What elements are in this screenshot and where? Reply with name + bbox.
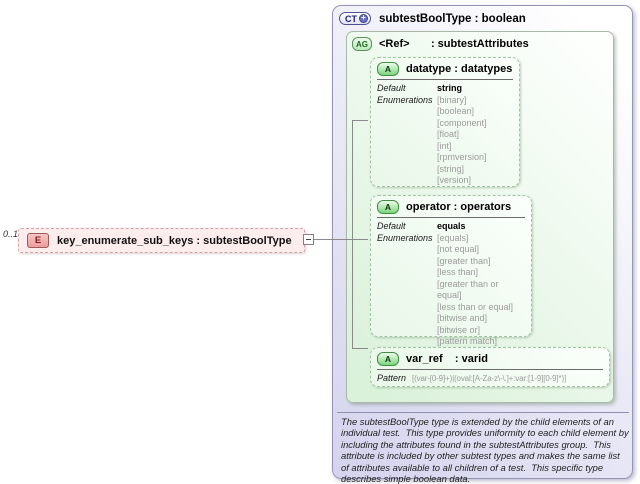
occurrence-label: 0..1: [3, 229, 19, 239]
attribute-datatype-header: A datatype : datatypes: [371, 58, 519, 78]
connector-stub-var-ref: [352, 348, 368, 349]
divider: [377, 79, 513, 80]
attribute-var-ref-header: A var_ref : varid: [371, 348, 609, 368]
attribute-group-badge: AG: [352, 37, 372, 51]
collapse-handle[interactable]: [303, 234, 314, 245]
enumeration-value: [equals]: [437, 232, 469, 243]
attribute-operator-box[interactable]: A operator : operators Default Enumerati…: [370, 195, 532, 346]
attribute-var-ref-title: var_ref : varid: [406, 353, 488, 365]
attribute-var-ref-facets: Pattern [(var-[0-9]+)|(oval:[A-Za-z\-\.]…: [371, 372, 609, 385]
default-label: Default: [377, 221, 406, 231]
enumeration-value: [pattern match]: [437, 336, 498, 346]
enumeration-value: [less than]: [437, 267, 479, 277]
enumerations-label: Enumerations: [377, 232, 433, 243]
element-label: key_enumerate_sub_keys : subtestBoolType: [57, 234, 292, 247]
enumeration-value: [greater than or equal]: [437, 278, 499, 301]
attribute-datatype-box[interactable]: A datatype : datatypes Default Enumerati…: [370, 57, 520, 187]
divider: [377, 217, 525, 218]
connector-stub-datatype: [352, 120, 368, 121]
facet-labels: Default Enumerations: [377, 221, 437, 348]
pattern-label: Pattern: [377, 373, 407, 383]
enumeration-value: [not equal]: [437, 244, 480, 254]
facet-values: equals [equals] [not equal] [greater tha…: [437, 221, 525, 348]
annotation-text: The subtestBoolType type is extended by …: [341, 416, 632, 484]
complex-type-badge[interactable]: CT +: [339, 12, 371, 25]
enumeration-value: [version]: [437, 175, 472, 185]
attribute-group-box: AG <Ref> : subtestAttributes A datatype …: [346, 31, 614, 403]
element-badge: E: [27, 233, 49, 248]
enumeration-value: [bitwise or]: [437, 324, 481, 335]
enumeration-value: [component]: [437, 117, 487, 128]
attribute-badge: A: [377, 62, 399, 76]
attribute-group-header: AG <Ref> : subtestAttributes: [352, 37, 529, 51]
pattern-value: [(var-[0-9]+)|(oval:[A-Za-z\-\.]+:var:[1…: [412, 374, 567, 383]
default-value: string: [437, 83, 463, 93]
attribute-datatype-facets: Default Enumerations string [binary] [bo…: [371, 82, 519, 187]
attribute-badge: A: [377, 352, 399, 366]
attribute-operator-facets: Default Enumerations equals [equals] [no…: [371, 220, 531, 348]
connector-line-element-to-group: [314, 239, 368, 240]
attribute-operator-header: A operator : operators: [371, 196, 531, 216]
expand-plus-icon[interactable]: +: [359, 14, 368, 23]
ct-badge-label: CT: [345, 13, 357, 24]
attribute-operator-title: operator : operators: [406, 201, 512, 213]
complex-type-box: CT + subtestBoolType : boolean AG <Ref> …: [332, 5, 633, 484]
divider: [377, 369, 603, 370]
enumerations-label: Enumerations: [377, 94, 433, 105]
enumeration-value: [int]: [437, 140, 452, 151]
element-key-enumerate-sub-keys[interactable]: E key_enumerate_sub_keys : subtestBoolTy…: [18, 228, 305, 253]
attribute-var-ref-box[interactable]: A var_ref : varid Pattern [(var-[0-9]+)|…: [370, 347, 610, 387]
default-value: equals: [437, 221, 466, 231]
complex-type-header: CT + subtestBoolType : boolean: [339, 12, 526, 25]
enumeration-value: [less than or equal]: [437, 301, 514, 312]
attribute-badge: A: [377, 200, 399, 214]
enumeration-value: [string]: [437, 163, 465, 174]
attribute-datatype-title: datatype : datatypes: [406, 63, 513, 75]
enumeration-value: [boolean]: [437, 106, 475, 116]
facet-labels: Default Enumerations: [377, 83, 437, 187]
enumeration-value: [greater than]: [437, 255, 491, 266]
enumeration-value: [float]: [437, 129, 460, 139]
collapse-dash-icon: [306, 239, 311, 240]
enumeration-value: [bitwise and]: [437, 313, 488, 323]
attribute-group-title: <Ref> : subtestAttributes: [379, 38, 529, 50]
enumeration-value: [rpmversion]: [437, 152, 487, 162]
enumeration-value: [binary]: [437, 94, 467, 105]
connector-trunk-line: [352, 120, 353, 349]
complex-type-title: subtestBoolType : boolean: [379, 12, 526, 25]
facet-values: string [binary] [boolean] [component] [f…: [437, 83, 513, 187]
default-label: Default: [377, 83, 406, 93]
annotation-divider: [337, 412, 629, 413]
